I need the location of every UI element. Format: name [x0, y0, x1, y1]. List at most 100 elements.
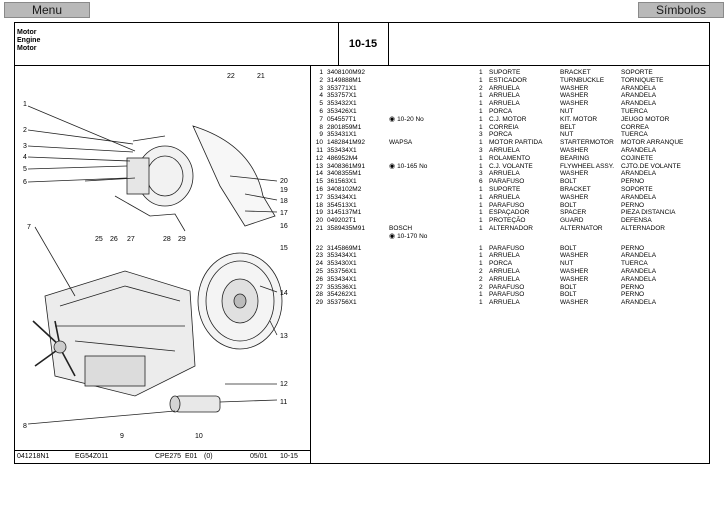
part-quantity: 2 [479, 84, 483, 92]
eye-icon[interactable]: ◉ [389, 232, 398, 240]
part-quantity: 3 [479, 147, 483, 154]
part-desc-pt: ALTERNADOR [489, 225, 533, 232]
part-quantity: 1 [479, 201, 483, 209]
part-ref-number: 5 [319, 100, 323, 108]
part-quantity: 1 [479, 193, 483, 201]
part-desc-es: ARANDELA [621, 275, 657, 283]
part-number: 353434X1 [327, 275, 357, 283]
eye-icon[interactable]: ◉ [389, 115, 398, 123]
part-desc-en: STARTERMOTOR [560, 139, 614, 147]
header-title-box: Motor Engine Motor [15, 23, 339, 65]
part-desc-pt: PORCA [489, 131, 513, 139]
part-desc-es: PERNO [621, 291, 645, 299]
part-ref-number: 4 [319, 92, 323, 100]
part-desc-es: MOTOR ARRANQUE [621, 139, 684, 147]
callout-5: 5 [23, 166, 27, 173]
part-ref-number: 11 [316, 147, 323, 154]
part-note: BOSCH [389, 225, 413, 232]
part-desc-en: WASHER [560, 84, 589, 92]
part-ref-number: 18 [315, 201, 323, 209]
callout-15: 15 [280, 245, 288, 252]
part-desc-pt: C.J. MOTOR [489, 115, 527, 123]
part-desc-en: WASHER [560, 252, 589, 260]
part-number: 1482841M92 [327, 139, 365, 147]
callout-8: 8 [23, 423, 27, 430]
section-code: 10-15 [338, 23, 389, 65]
part-desc-pt: ARRUELA [489, 275, 520, 283]
part-desc-en: BOLT [560, 201, 577, 209]
part-desc-pt: SUPORTE [489, 186, 521, 193]
part-quantity: 1 [479, 162, 483, 170]
part-ref-number: 6 [319, 108, 323, 115]
part-desc-en: BOLT [560, 291, 577, 299]
part-desc-pt: PARAFUSO [489, 283, 525, 291]
part-ref-number: 20 [315, 217, 323, 225]
part-desc-en: SPACER [560, 209, 587, 217]
callout-11: 11 [280, 399, 287, 406]
part-quantity: 1 [479, 123, 483, 131]
callout-13: 13 [280, 333, 288, 340]
part-quantity: 1 [479, 252, 483, 260]
part-desc-en: BOLT [560, 178, 577, 186]
eye-icon[interactable]: ◉ [389, 162, 398, 170]
callout-12: 12 [280, 381, 288, 388]
part-ref-number: 1 [319, 69, 323, 76]
part-desc-en: WASHER [560, 193, 589, 201]
symbols-button[interactable]: Símbolos [638, 2, 724, 18]
part-desc-es: TUERCA [621, 108, 648, 115]
part-desc-en: BELT [560, 123, 576, 131]
table-row[interactable]: ◉ 10-170 No [311, 232, 709, 241]
part-desc-pt: PORCA [489, 260, 513, 268]
part-ref-number: 15 [315, 178, 323, 186]
part-desc-es: ARANDELA [621, 193, 657, 201]
part-ref-number: 7 [319, 115, 323, 123]
part-note-text: 10-170 No [397, 232, 428, 240]
part-quantity: 1 [479, 186, 483, 193]
part-ref-number: 13 [315, 162, 323, 170]
part-desc-es: PERNO [621, 201, 645, 209]
part-ref-number: 14 [315, 170, 323, 178]
part-desc-pt: ARRUELA [489, 252, 520, 260]
menu-button[interactable]: Menu [4, 2, 90, 18]
part-desc-es: ARANDELA [621, 100, 657, 108]
sheet-header: Motor Engine Motor 10-15 [15, 23, 709, 66]
part-desc-pt: ARRUELA [489, 268, 520, 275]
part-number: 049202T1 [327, 217, 357, 225]
part-desc-es: COJINETE [621, 154, 654, 162]
part-number: 3408361M91 [327, 162, 365, 170]
part-ref-number: 12 [315, 154, 323, 162]
part-number: 353426X1 [327, 108, 357, 115]
part-desc-es: PERNO [621, 178, 645, 186]
part-desc-pt: ESTICADOR [489, 76, 527, 84]
footer-rev: (0) [204, 453, 213, 460]
